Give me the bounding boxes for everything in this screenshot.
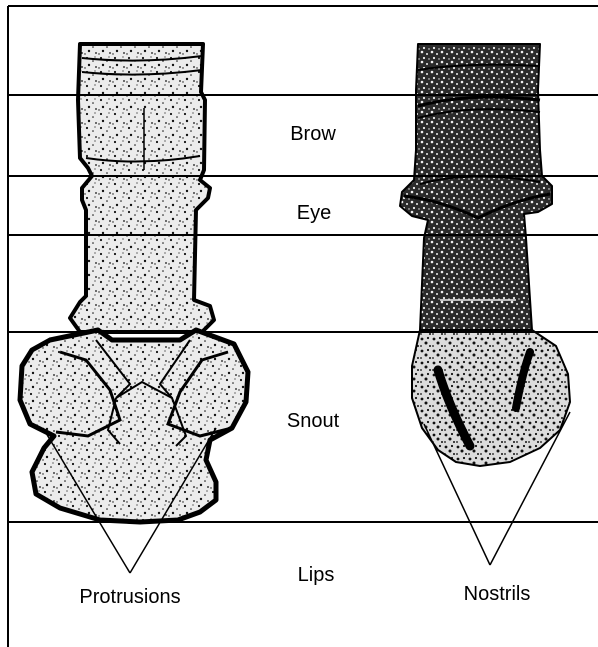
eye-label: Eye xyxy=(297,202,331,224)
left-specimen-snout xyxy=(20,330,248,522)
left-specimen xyxy=(20,44,248,522)
brow-label: Brow xyxy=(290,123,336,145)
lips-label: Lips xyxy=(298,564,335,586)
snout-label: Snout xyxy=(287,410,340,432)
left-specimen-shaft xyxy=(70,44,214,332)
protrusions-label: Protrusions xyxy=(79,586,180,608)
right-specimen xyxy=(400,44,570,466)
nostrils-label: Nostrils xyxy=(464,583,531,605)
right-specimen-snout xyxy=(412,330,570,466)
right-specimen-shaft xyxy=(400,44,552,330)
